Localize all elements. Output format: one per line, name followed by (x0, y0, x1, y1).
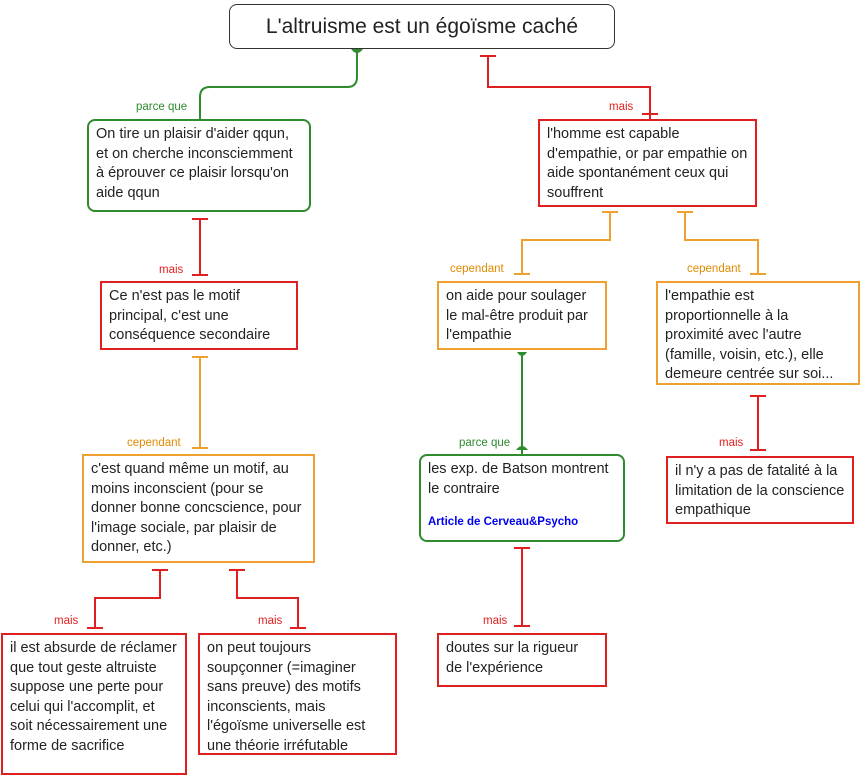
objection-doutes-box[interactable]: doutes sur la rigueur de l'expérience (437, 633, 607, 687)
label-mais: mais (159, 264, 184, 276)
nuance-mal-etre-box[interactable]: on aide pour soulager le mal-être produi… (437, 281, 607, 350)
label-cependant: cependant (450, 263, 504, 275)
nuance-inconscient-box[interactable]: c'est quand même un motif, au moins inco… (82, 454, 315, 563)
label-mais: mais (609, 101, 634, 113)
label-parce-que: parce que (136, 101, 188, 113)
label-mais: mais (54, 615, 79, 627)
objection-fatalite-box[interactable]: il n'y a pas de fatalité à la limitation… (666, 456, 854, 524)
argument-plaisir-box[interactable]: On tire un plaisir d'aider qqun, et on c… (87, 119, 311, 212)
objection-motif-box[interactable]: Ce n'est pas le motif principal, c'est u… (100, 281, 298, 350)
batson-article-link[interactable]: Article de Cerveau&Psycho (428, 516, 579, 528)
root-claim-box[interactable]: L'altruisme est un égoïsme caché (229, 4, 615, 49)
label-mais: mais (719, 437, 744, 449)
batson-text: les exp. de Batson montrent le contraire (428, 461, 609, 497)
label-mais: mais (258, 615, 283, 627)
objection-absurde-box[interactable]: il est absurde de réclamer que tout gest… (1, 633, 187, 775)
objection-soupconner-box[interactable]: on peut toujours soupçonner (=imaginer s… (198, 633, 397, 755)
label-cependant: cependant (687, 263, 741, 275)
label-mais: mais (483, 615, 508, 627)
nuance-proportionnelle-box[interactable]: l'empathie est proportionnelle à la prox… (656, 281, 860, 385)
label-cependant: cependant (127, 437, 181, 449)
label-parce-que: parce que (459, 437, 511, 449)
objection-empathie-box[interactable]: l'homme est capable d'empathie, or par e… (538, 119, 757, 207)
argument-batson-box[interactable]: les exp. de Batson montrent le contraire… (419, 454, 625, 542)
